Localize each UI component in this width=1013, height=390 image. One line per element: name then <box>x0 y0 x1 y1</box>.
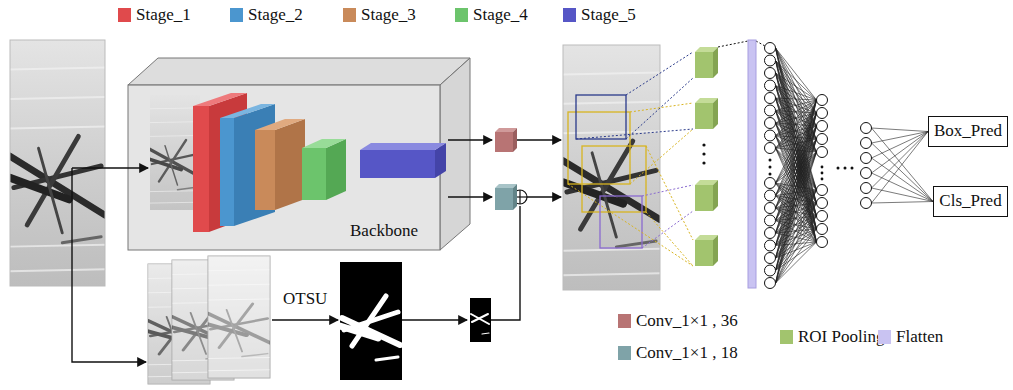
neuron <box>861 123 872 134</box>
neuron <box>765 278 776 289</box>
neuron-link <box>776 242 817 283</box>
neuron <box>765 43 776 54</box>
neuron-link <box>776 203 817 283</box>
neuron <box>817 224 828 235</box>
neuron-link <box>776 216 817 283</box>
legend-text: Stage_3 <box>361 6 416 25</box>
neuron <box>765 68 776 79</box>
legend-text: Stage_2 <box>248 6 303 25</box>
legend-text: Stage_1 <box>136 6 191 25</box>
node-text: Cls_Pred <box>939 192 1001 211</box>
neuron <box>817 95 828 106</box>
node-text: Backbone <box>350 222 418 241</box>
neuron <box>765 80 776 91</box>
neuron <box>765 105 776 116</box>
legend-swatch <box>455 8 468 22</box>
neuron-link <box>872 173 934 202</box>
neuron-link <box>776 100 817 258</box>
neuron-link <box>776 113 817 283</box>
neuron-link <box>872 128 929 132</box>
neuron <box>765 215 776 226</box>
neuron-link <box>776 86 817 114</box>
neuron <box>861 198 872 209</box>
neuron-link <box>776 152 817 283</box>
legend-swatch <box>780 330 793 344</box>
neuron-link <box>776 98 817 100</box>
neuron <box>765 240 776 251</box>
step-label: OTSU <box>283 290 327 309</box>
neuron-link <box>776 100 817 283</box>
legend-item: Conv_1×1 , 36 <box>618 312 738 331</box>
neuron <box>817 211 828 222</box>
output-box: Box_Pred <box>928 116 1008 147</box>
legend-swatch <box>230 8 243 22</box>
neuron-link <box>776 190 817 283</box>
neuron <box>817 134 828 145</box>
legend-text: Conv_1×1 , 36 <box>636 312 738 331</box>
neuron-link <box>872 132 929 189</box>
legend-swatch <box>618 314 631 328</box>
neuron <box>817 185 828 196</box>
neuron <box>765 143 776 154</box>
neuron-link <box>872 143 934 202</box>
neuron <box>817 237 828 248</box>
neuron <box>765 93 776 104</box>
neuron-link <box>872 132 929 159</box>
legend-item: Stage_4 <box>455 6 528 25</box>
legend-text: Stage_5 <box>581 6 636 25</box>
legend-item: Stage_1 <box>118 6 191 25</box>
neuron <box>765 118 776 129</box>
neuron <box>765 228 776 239</box>
neuron <box>765 265 776 276</box>
neuron-link <box>776 86 817 243</box>
neuron <box>861 153 872 164</box>
neuron <box>765 130 776 141</box>
legend-item: Conv_1×1 , 18 <box>618 344 738 363</box>
neuron <box>861 183 872 194</box>
neuron <box>817 147 828 158</box>
neuron-link <box>776 126 817 283</box>
legend-item: Stage_5 <box>563 6 636 25</box>
legend-swatch <box>878 330 891 344</box>
neuron <box>765 178 776 189</box>
neuron-link <box>776 100 817 271</box>
neuron-link <box>872 202 934 204</box>
legend-text: Flatten <box>896 328 943 347</box>
node-text: Box_Pred <box>934 122 1002 141</box>
neuron-link <box>872 132 929 204</box>
neuron-link <box>872 188 934 202</box>
legend-text: Conv_1×1 , 18 <box>636 344 738 363</box>
legend-item: Flatten <box>878 328 943 347</box>
neuron <box>765 203 776 214</box>
legend-item: Stage_2 <box>230 6 303 25</box>
legend-text: ROI Pooling <box>798 328 884 347</box>
neuron <box>817 108 828 119</box>
neuron-link <box>872 128 934 202</box>
neuron-link <box>776 139 817 283</box>
neuron-link <box>776 229 817 283</box>
legend-text: Stage_4 <box>473 6 528 25</box>
neuron-link <box>776 86 817 101</box>
neuron <box>861 168 872 179</box>
legend-swatch <box>563 8 576 22</box>
neuron <box>817 198 828 209</box>
neuron <box>817 121 828 132</box>
legend-swatch <box>618 346 631 360</box>
neuron <box>765 190 776 201</box>
legend-swatch <box>118 8 131 22</box>
legend-swatch <box>343 8 356 22</box>
neuron-link <box>872 132 929 144</box>
output-box: Cls_Pred <box>933 186 1008 217</box>
neuron <box>765 55 776 66</box>
neuron <box>765 253 776 264</box>
legend-item: Stage_3 <box>343 6 416 25</box>
backbone-block: Backbone <box>128 85 440 250</box>
legend-item: ROI Pooling <box>780 328 884 347</box>
neuron <box>861 138 872 149</box>
